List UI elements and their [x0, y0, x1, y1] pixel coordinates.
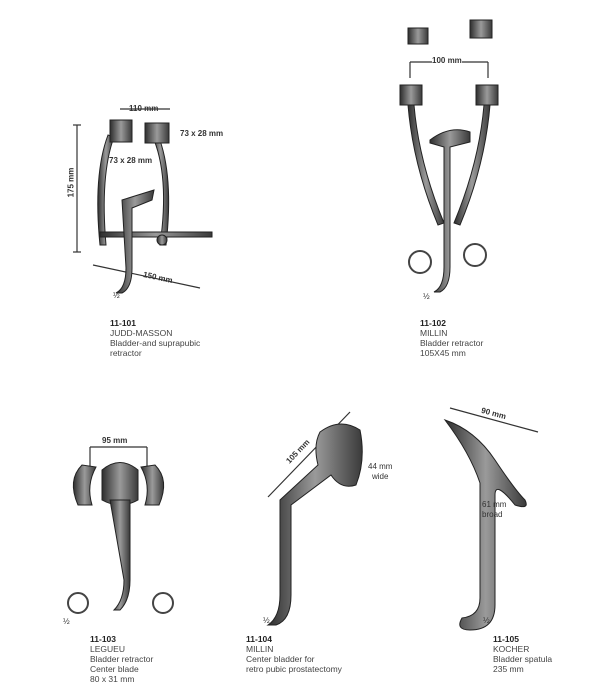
product-description: 80 x 31 mm [90, 674, 135, 684]
millin-retractor-image [399, 19, 499, 293]
product-name: KOCHER [493, 644, 530, 654]
scale-mark: ½ [263, 616, 270, 625]
dimension-broad-label: broad [482, 510, 503, 519]
dimension-blade-left: 73 x 28 mm [109, 156, 153, 165]
product-description: Bladder retractor [90, 654, 154, 664]
product-caption-11-101: 11-101 JUDD-MASSON Bladder-and suprapubi… [110, 318, 200, 358]
product-code: 11-103 [90, 634, 116, 644]
product-name: MILLIN [246, 644, 274, 654]
dimension-blade-right: 73 x 28 mm [180, 129, 224, 138]
product-description: retractor [110, 348, 142, 358]
product-name: JUDD-MASSON [110, 328, 173, 338]
scale-mark: ½ [423, 292, 430, 301]
product-description: Bladder-and suprapubic [110, 338, 201, 348]
product-description: 235 mm [493, 664, 524, 674]
product-description: Center bladder for [246, 654, 315, 664]
scale-mark: ½ [63, 617, 70, 626]
product-code: 11-105 [493, 634, 519, 644]
product-description: retro pubic prostatectomy [246, 664, 342, 674]
dimension-wide-value: 44 mm [368, 462, 393, 471]
millin-center-blade-image [266, 423, 363, 626]
product-caption-11-105: 11-105 KOCHER Bladder spatula 235 mm [493, 634, 552, 674]
dimension-width: 95 mm [102, 436, 128, 445]
product-caption-11-104: 11-104 MILLIN Center bladder for retro p… [246, 634, 342, 674]
legueu-retractor-image [67, 462, 174, 614]
kocher-bladder-spatula-image [443, 419, 527, 631]
dimension-broad-value: 61 mm [482, 500, 507, 509]
product-caption-11-102: 11-102 MILLIN Bladder retractor 105X45 m… [420, 318, 483, 358]
product-description: Bladder spatula [493, 654, 553, 664]
dimension-width: 100 mm [432, 56, 462, 65]
product-description: Bladder retractor [420, 338, 484, 348]
scale-mark: ½ [113, 291, 120, 300]
dimension-width: 110 mm [129, 104, 159, 113]
product-name: MILLIN [420, 328, 448, 338]
dimension-wide-label: wide [372, 472, 389, 481]
judd-masson-retractor-image [97, 119, 213, 294]
product-description: Center blade [90, 664, 139, 674]
product-code: 11-101 [110, 318, 136, 328]
scale-mark: ½ [483, 616, 490, 625]
product-name: LEGUEU [90, 644, 125, 654]
product-code: 11-104 [246, 634, 272, 644]
product-code: 11-102 [420, 318, 446, 328]
product-caption-11-103: 11-103 LEGUEU Bladder retractor Center b… [90, 634, 153, 684]
dimension-height: 175 mm [66, 167, 76, 198]
product-description: 105X45 mm [420, 348, 466, 358]
